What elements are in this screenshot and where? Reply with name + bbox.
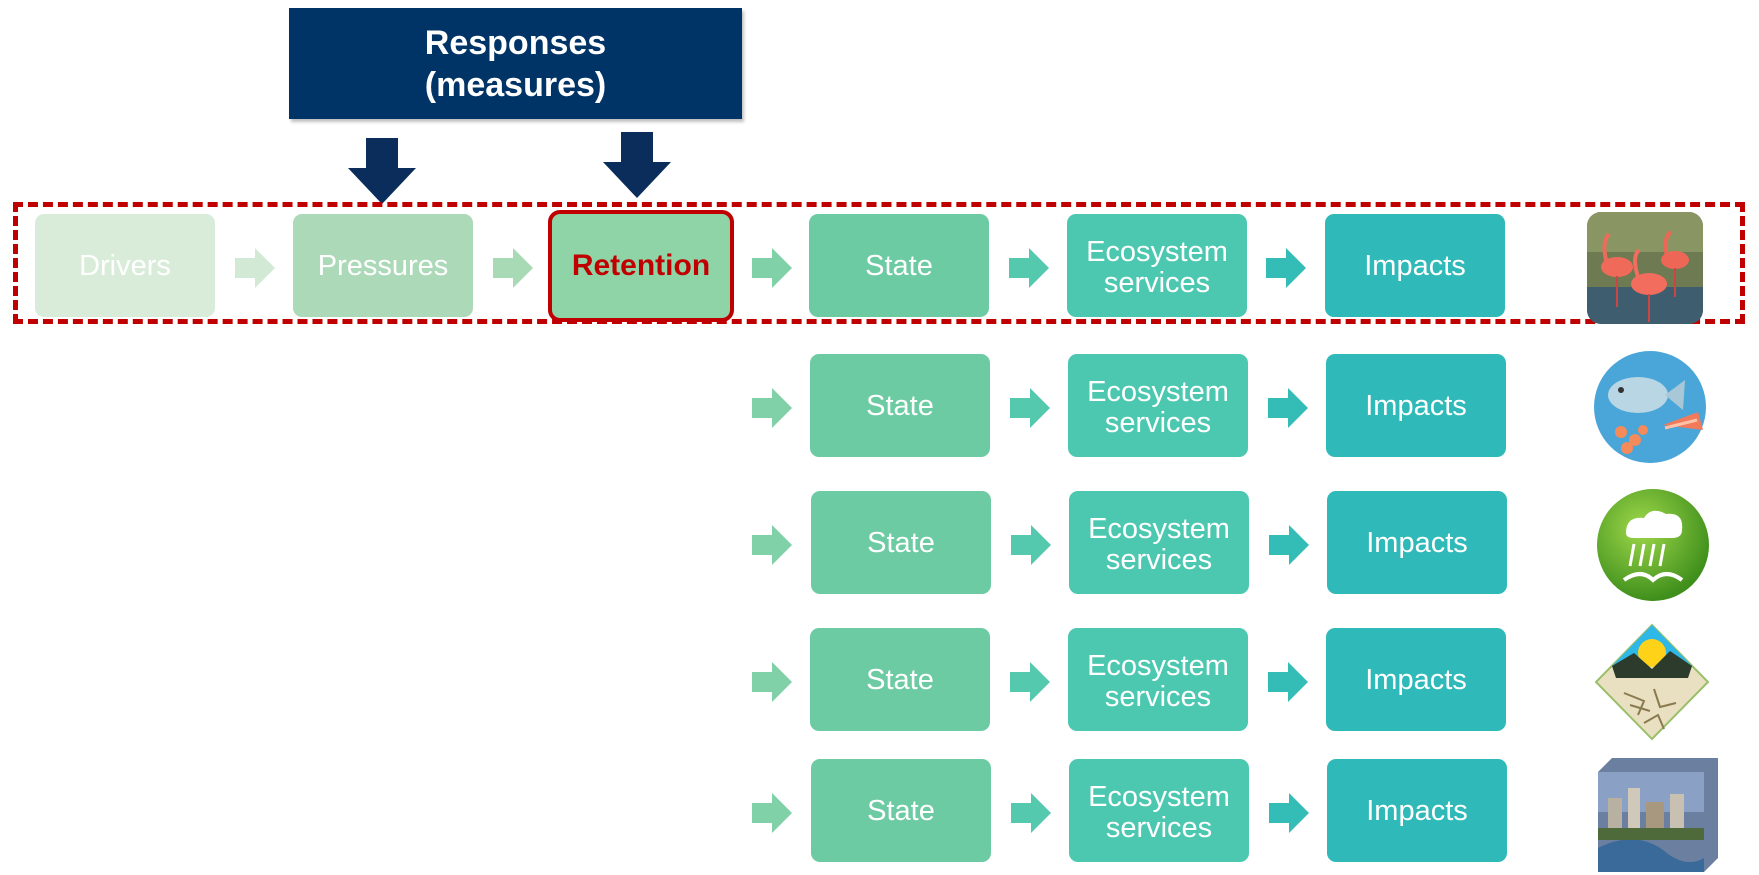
drought-icon — [1594, 623, 1710, 741]
impacts-label: Impacts — [1366, 794, 1468, 827]
impacts-box: Impacts — [1326, 354, 1506, 457]
flow-arrow — [493, 248, 533, 288]
impacts-label: Impacts — [1365, 663, 1467, 696]
ecosystem-services-box: Ecosystem services — [1069, 491, 1249, 594]
flamingo-photo-icon — [1587, 212, 1703, 324]
highlight-frame — [13, 202, 1745, 324]
impacts-box: Impacts — [1326, 628, 1506, 731]
retention-label: Retention — [571, 249, 711, 282]
ecosystem-services-box: Ecosystem services — [1068, 354, 1248, 457]
ecosystem-services-label-line1: Ecosystem — [1086, 235, 1228, 268]
ecosystem-services-label-line1: Ecosystem — [1087, 649, 1229, 682]
flow-arrow — [752, 388, 792, 428]
responses-box: Responses (measures) — [289, 8, 742, 119]
flow-arrow — [1268, 388, 1308, 428]
impacts-label: Impacts — [1364, 249, 1466, 282]
drivers-label: Drivers — [79, 249, 171, 282]
flow-arrow — [1266, 248, 1306, 288]
flow-arrow — [752, 525, 792, 565]
flow-arrow — [752, 793, 792, 833]
flow-arrow — [752, 662, 792, 702]
state-box: State — [810, 354, 990, 457]
state-box: State — [811, 759, 991, 862]
ecosystem-services-label-line1: Ecosystem — [1088, 780, 1230, 813]
impacts-label: Impacts — [1365, 389, 1467, 422]
down-arrow-retention — [603, 132, 671, 198]
ecosystem-services-box: Ecosystem services — [1068, 628, 1248, 731]
climate-regulation-icon — [1597, 489, 1709, 601]
flow-arrow — [1269, 525, 1309, 565]
ecosystem-services-box: Ecosystem services — [1069, 759, 1249, 862]
flow-arrow — [1009, 248, 1049, 288]
flow-arrow — [1011, 793, 1051, 833]
state-label: State — [866, 389, 934, 422]
state-label: State — [865, 249, 933, 282]
flow-arrow — [1010, 388, 1050, 428]
ecosystem-services-box: Ecosystem services — [1067, 214, 1247, 317]
pressures-label: Pressures — [317, 249, 449, 282]
ecosystem-services-label-line1: Ecosystem — [1088, 512, 1230, 545]
flow-arrow — [752, 248, 792, 288]
flow-arrow — [235, 248, 275, 288]
ecosystem-services-label-line2: services — [1105, 811, 1213, 844]
responses-subtitle: (measures) — [424, 65, 607, 104]
ecosystem-services-label-line2: services — [1103, 266, 1211, 299]
ecosystem-services-label-line2: services — [1105, 543, 1213, 576]
down-arrow-pressures — [348, 138, 416, 204]
state-box: State — [810, 628, 990, 731]
ecosystem-services-label-line2: services — [1104, 680, 1212, 713]
ecosystem-services-label-line2: services — [1104, 406, 1212, 439]
impacts-box: Impacts — [1325, 214, 1505, 317]
state-box: State — [809, 214, 989, 317]
impacts-label: Impacts — [1366, 526, 1468, 559]
seafood-icon — [1594, 351, 1706, 463]
ecosystem-services-label-line1: Ecosystem — [1087, 375, 1229, 408]
state-label: State — [866, 663, 934, 696]
pressures-box: Pressures — [293, 214, 473, 317]
flow-arrow — [1268, 662, 1308, 702]
drivers-box: Drivers — [35, 214, 215, 317]
responses-title: Responses — [424, 23, 607, 62]
city-river-photo-icon — [1598, 758, 1718, 872]
retention-box: Retention — [548, 210, 734, 322]
flow-arrow — [1011, 525, 1051, 565]
flow-arrow — [1010, 662, 1050, 702]
flow-arrow — [1269, 793, 1309, 833]
state-label: State — [867, 794, 935, 827]
state-label: State — [867, 526, 935, 559]
impacts-box: Impacts — [1327, 491, 1507, 594]
impacts-box: Impacts — [1327, 759, 1507, 862]
state-box: State — [811, 491, 991, 594]
